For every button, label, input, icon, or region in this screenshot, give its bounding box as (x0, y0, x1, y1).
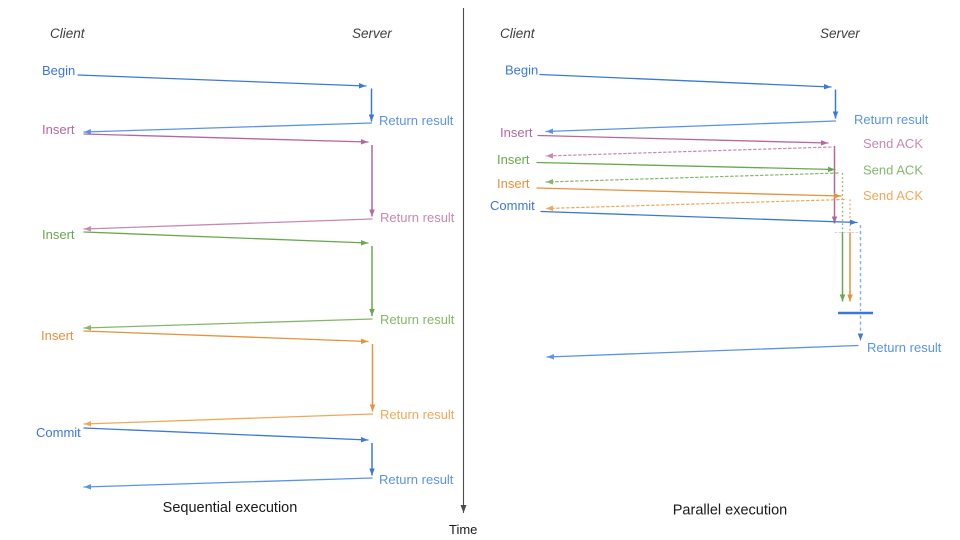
seq-begin-return-label: Return result (379, 113, 454, 128)
par-insert2-ack-label: Send ACK (863, 163, 923, 178)
par-msg-insert-1: Insert Send ACK (500, 125, 923, 224)
par-msg-insert-3: Insert Send ACK (497, 176, 923, 302)
seq-insert3-return-label: Return result (380, 407, 455, 422)
par-commit-request-arrow (540, 210, 858, 226)
seq-insert3-return-arrow (83, 413, 374, 427)
seq-msg-insert-3: Insert Return result (41, 328, 455, 427)
par-msg-commit: Commit Return result (490, 198, 942, 360)
par-msg-begin: Begin Return result (505, 63, 929, 134)
seq-insert1-return-label: Return result (380, 210, 455, 225)
seq-insert1-return-arrow (83, 218, 373, 232)
seq-insert2-return-label: Return result (380, 312, 455, 327)
seq-msg-begin: Begin Return result (42, 63, 454, 135)
seq-insert2-label: Insert (42, 227, 75, 242)
par-begin-return-label: Return result (854, 112, 929, 127)
par-insert1-ack-arrow (545, 146, 832, 159)
time-axis-label: Time (449, 522, 477, 537)
par-insert1-label: Insert (500, 125, 533, 140)
seq-insert1-request-arrow (83, 133, 369, 145)
par-server-header: Server (820, 26, 860, 41)
time-axis: Time (449, 8, 477, 537)
sequential-diagram: Client Server Begin Return result Insert… (36, 26, 455, 516)
par-msg-insert-2: Insert Send ACK (497, 152, 923, 302)
par-insert2-ack-arrow (545, 172, 839, 185)
seq-begin-return-arrow (83, 122, 373, 135)
par-final-return-arrow (546, 344, 859, 360)
parallel-diagram: Client Server Begin Return result Insert… (490, 26, 942, 519)
par-insert3-label: Insert (497, 176, 530, 191)
par-begin-request-arrow (539, 73, 832, 90)
par-insert3-ack-arrow (545, 198, 845, 212)
seq-server-header: Server (352, 26, 392, 41)
seq-commit-label: Commit (36, 425, 81, 440)
par-commit-label: Commit (490, 198, 535, 213)
seq-client-header: Client (50, 26, 86, 41)
par-begin-label: Begin (505, 63, 538, 78)
par-begin-return-arrow (545, 120, 837, 134)
seq-insert2-request-arrow (83, 231, 369, 246)
seq-msg-insert-1: Insert Return result (42, 122, 455, 232)
seq-commit-return-label: Return result (379, 472, 454, 487)
seq-msg-commit: Commit Return result (36, 425, 454, 490)
par-client-header: Client (500, 26, 536, 41)
seq-msg-insert-2: Insert Return result (42, 227, 455, 331)
seq-insert1-label: Insert (42, 122, 75, 137)
par-insert1-ack-label: Send ACK (863, 136, 923, 151)
par-insert3-request-arrow (536, 187, 842, 199)
seq-insert3-label: Insert (41, 328, 74, 343)
seq-begin-label: Begin (42, 63, 75, 78)
sequential-caption: Sequential execution (163, 500, 298, 516)
seq-insert2-return-arrow (83, 318, 373, 331)
par-insert2-request-arrow (536, 161, 836, 173)
par-insert3-ack-label: Send ACK (863, 188, 923, 203)
seq-insert3-request-arrow (83, 330, 369, 344)
par-insert2-label: Insert (497, 152, 530, 167)
seq-commit-request-arrow (83, 427, 369, 443)
parallel-caption: Parallel execution (673, 503, 787, 519)
seq-begin-request-arrow (77, 74, 367, 89)
par-final-return-label: Return result (867, 340, 942, 355)
par-insert1-request-arrow (537, 134, 829, 146)
seq-commit-return-arrow (83, 477, 373, 490)
